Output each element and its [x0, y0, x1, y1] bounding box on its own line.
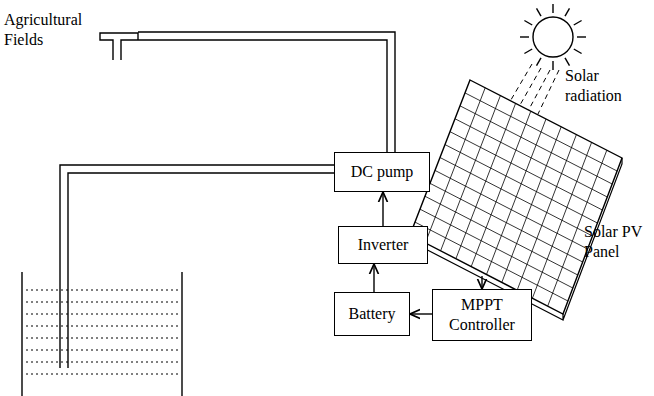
controller-box: MPPT Controller	[432, 289, 532, 341]
sun	[520, 4, 586, 70]
box-label: Inverter	[358, 235, 409, 255]
power-arrow	[481, 276, 482, 289]
box-label: DC pump	[351, 162, 414, 182]
water-lines	[26, 290, 178, 374]
flow-arrow	[373, 264, 374, 292]
radiation-label: Solar radiation	[565, 66, 645, 106]
pump-box: DC pump	[334, 152, 430, 192]
solar-pv-panel	[410, 80, 622, 320]
box-label: Battery	[348, 304, 395, 324]
flow-arrow	[410, 313, 432, 314]
box-label: MPPT Controller	[439, 295, 525, 335]
delivery-pipe	[100, 32, 395, 152]
inverter-box: Inverter	[338, 226, 428, 264]
field-label: Agricultural Fields	[4, 10, 102, 50]
suction-pipe	[60, 165, 334, 368]
flow-arrow	[382, 192, 383, 226]
water-tank	[22, 272, 182, 396]
battery-box: Battery	[334, 292, 410, 336]
panel-label: Solar PV Panel	[584, 222, 650, 262]
